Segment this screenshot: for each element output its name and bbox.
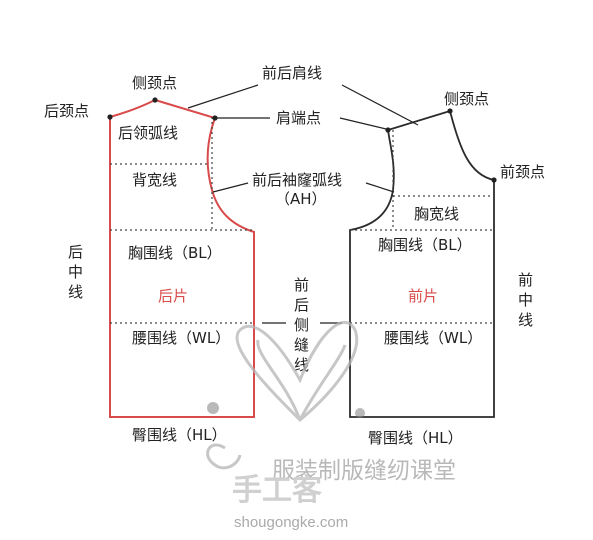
label-waist-line-front: 腰围线（WL） bbox=[384, 329, 482, 347]
label-side-neck-point-front: 侧颈点 bbox=[444, 90, 489, 108]
front-neck-point-dot bbox=[491, 177, 497, 183]
center-back-char-2: 中 bbox=[68, 263, 83, 281]
watermark-dot bbox=[355, 408, 365, 418]
label-center-front-line: 前 中 线 bbox=[518, 271, 533, 329]
label-back-piece: 后片 bbox=[158, 287, 188, 305]
center-back-char-3: 线 bbox=[68, 283, 83, 301]
back-neck-point-dot bbox=[107, 114, 113, 120]
label-back-width-line: 背宽线 bbox=[132, 171, 177, 189]
watermark-url: shougongke.com bbox=[234, 514, 348, 531]
label-back-neckline: 后领弧线 bbox=[118, 124, 178, 142]
shoulder-point-front-dot bbox=[385, 127, 391, 133]
label-center-back-line: 后 中 线 bbox=[68, 243, 83, 301]
label-chest-width-line: 胸宽线 bbox=[414, 205, 459, 223]
center-front-char-3: 线 bbox=[518, 311, 533, 329]
label-front-neck-point: 前颈点 bbox=[500, 163, 545, 181]
center-front-char-2: 中 bbox=[518, 291, 533, 309]
label-armhole-abbr: （AH） bbox=[275, 190, 327, 208]
label-hip-line-front: 臀围线（HL） bbox=[368, 429, 463, 447]
back-piece-outline bbox=[109, 98, 255, 418]
label-side-neck-point-back: 侧颈点 bbox=[132, 74, 177, 92]
watermark-hearts bbox=[206, 320, 359, 470]
watermark-brand-text: 服装制版缝纫课堂 bbox=[272, 458, 456, 484]
watermark-dot bbox=[207, 402, 219, 414]
center-back-char-1: 后 bbox=[68, 243, 83, 261]
label-side-seam-line: 前 后 侧 缝 线 bbox=[294, 276, 309, 374]
front-piece-outline bbox=[349, 110, 495, 418]
label-bust-line-front: 胸围线（BL） bbox=[378, 236, 472, 254]
label-back-neck-point: 后颈点 bbox=[44, 102, 89, 120]
back-dotted-guides bbox=[110, 117, 254, 324]
label-bust-line-back: 胸围线（BL） bbox=[128, 244, 222, 262]
side-neck-point-front-dot bbox=[447, 108, 453, 114]
label-shoulder-line: 前后肩线 bbox=[262, 64, 322, 82]
label-hip-line-back: 臀围线（HL） bbox=[132, 426, 227, 444]
side-seam-char-1: 前 bbox=[294, 276, 309, 294]
side-neck-point-back-dot bbox=[152, 97, 158, 103]
side-seam-char-2: 后 bbox=[294, 296, 309, 314]
front-dotted-guides bbox=[350, 130, 494, 324]
label-shoulder-point: 肩端点 bbox=[276, 109, 321, 127]
side-seam-char-4: 缝 bbox=[294, 336, 309, 354]
shoulder-point-back-dot bbox=[212, 115, 218, 121]
center-front-char-1: 前 bbox=[518, 271, 533, 289]
label-waist-line-back: 腰围线（WL） bbox=[132, 329, 230, 347]
side-seam-char-3: 侧 bbox=[294, 316, 309, 334]
label-armhole-line: 前后袖窿弧线 bbox=[252, 171, 342, 189]
watermark-logo-text: 手工客 bbox=[232, 473, 322, 508]
label-front-piece: 前片 bbox=[408, 287, 438, 305]
